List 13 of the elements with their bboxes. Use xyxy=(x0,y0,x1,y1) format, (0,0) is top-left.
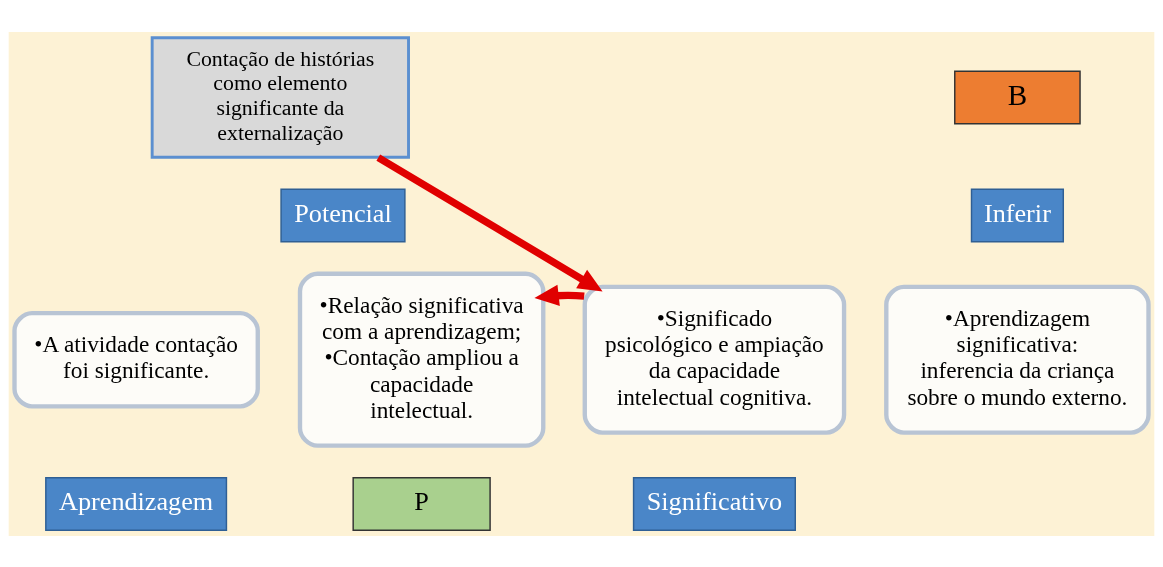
node-box: •Significado psicológico e ampiação da capacidade intelectual cognitiva. xyxy=(582,284,847,435)
node-box: P xyxy=(352,476,491,531)
node-box: Inferir xyxy=(970,188,1064,242)
node-box: B xyxy=(954,70,1081,124)
node-box: •A atividade contação foi significante. xyxy=(12,310,260,409)
node-box: Significativo xyxy=(632,476,796,531)
node-box: Potencial xyxy=(280,188,406,242)
arrow xyxy=(534,284,585,306)
node-box: Aprendizagem xyxy=(45,476,228,531)
node-box: •Relação significativa com a aprendizagem; •Contação ampliou a capacidade intelectual. xyxy=(297,271,546,448)
node-box: •Aprendizagem significativa: inferencia da criança sobre o mundo externo. xyxy=(884,284,1151,435)
arrow xyxy=(376,153,603,291)
node-box: Contação de histórias como elemento significante da externalização xyxy=(150,35,410,159)
